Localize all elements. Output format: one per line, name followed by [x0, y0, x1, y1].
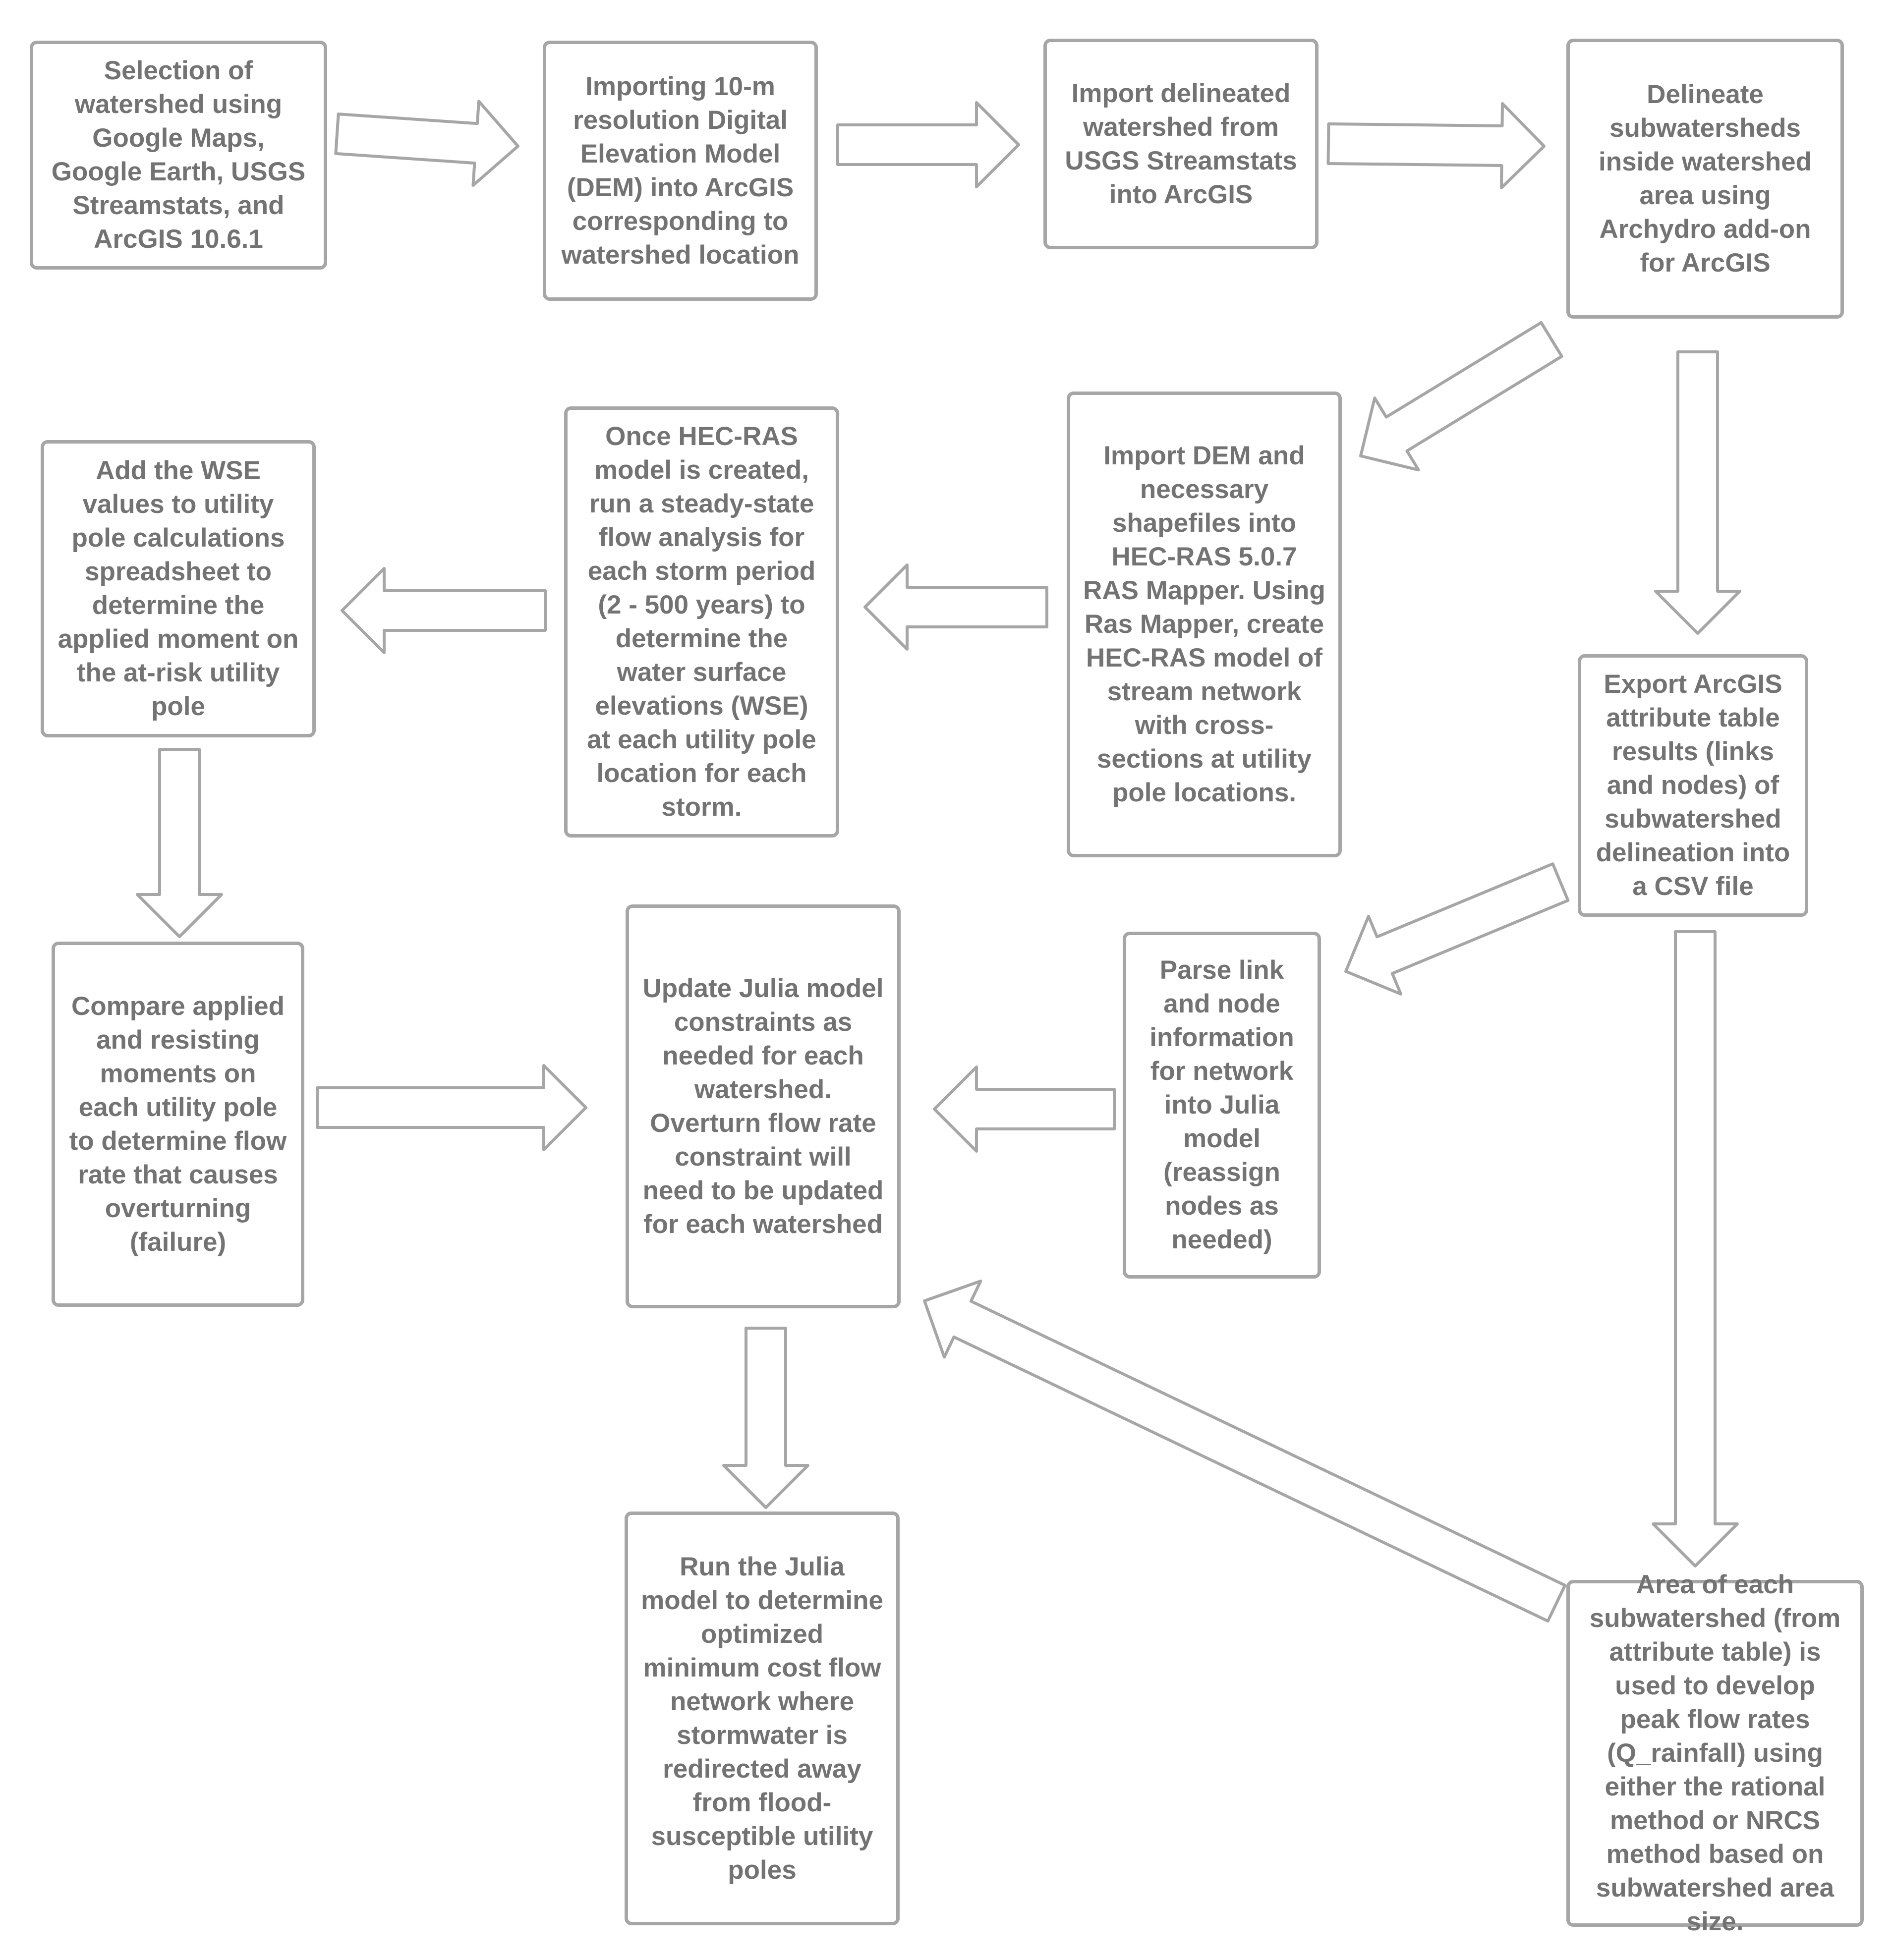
arrow-s9-to-s10	[933, 1065, 1116, 1153]
arrow-s1-to-s2-shape	[334, 100, 519, 187]
step-export-attribute-table-text: Export ArcGIS attribute table results (l…	[1596, 670, 1790, 901]
step-parse-link-node-info: Parse link and node information for netw…	[1123, 932, 1321, 1279]
step-run-steady-state-analysis: Once HEC-RAS model is created, run a ste…	[564, 406, 839, 838]
arrow-s10-to-s12-shape	[722, 1327, 809, 1509]
arrow-s8-to-s9	[1344, 862, 1570, 996]
arrow-s11-to-s10	[316, 1064, 587, 1151]
step-parse-link-node-info-text: Parse link and node information for netw…	[1149, 955, 1294, 1254]
step-update-julia-constraints-text: Update Julia model constraints as needed…	[642, 973, 884, 1239]
arrow-s7-to-s11	[136, 748, 223, 938]
step-update-julia-constraints: Update Julia model constraints as needed…	[626, 904, 901, 1308]
arrow-s8-to-s13-shape	[1652, 930, 1739, 1568]
arrow-s8-to-s9-shape	[1344, 862, 1570, 996]
step-peak-flow-rates-text: Area of each subwatershed (from attribut…	[1589, 1570, 1841, 1936]
step-import-dem-text: Importing 10-m resolution Digital Elevat…	[561, 71, 800, 270]
step-select-watershed-text: Selection of watershed using Google Maps…	[51, 56, 306, 254]
step-run-julia-model: Run the Julia model to determine optimiz…	[625, 1512, 900, 1925]
arrow-s4-to-s8	[1654, 350, 1741, 635]
step-add-wse-values-text: Add the WSE values to utility pole calcu…	[57, 456, 299, 721]
step-import-into-hec-ras: Import DEM and necessary shapefiles into…	[1067, 392, 1342, 857]
arrow-s10-to-s12	[722, 1327, 809, 1509]
arrow-s13-to-s10	[923, 1280, 1567, 1623]
arrow-s5-to-s6-shape	[863, 563, 1048, 651]
arrow-s2-to-s3-shape	[836, 101, 1020, 188]
arrow-s4-to-s5-shape	[1359, 321, 1563, 472]
step-export-attribute-table: Export ArcGIS attribute table results (l…	[1578, 654, 1808, 917]
arrow-s8-to-s13	[1652, 930, 1739, 1568]
arrow-s3-to-s4-shape	[1326, 102, 1546, 189]
step-add-wse-values: Add the WSE values to utility pole calcu…	[41, 440, 316, 737]
arrow-s4-to-s5	[1359, 321, 1563, 472]
arrow-s6-to-s7-shape	[341, 567, 547, 654]
step-compare-moments-text: Compare applied and resisting moments on…	[69, 991, 287, 1257]
step-run-steady-state-analysis-text: Once HEC-RAS model is created, run a ste…	[587, 422, 816, 822]
arrow-s7-to-s11-shape	[136, 748, 223, 938]
arrow-s6-to-s7	[341, 567, 547, 654]
arrow-s5-to-s6	[863, 563, 1048, 651]
step-import-dem: Importing 10-m resolution Digital Elevat…	[543, 41, 818, 301]
step-import-delineated-watershed: Import delineated watershed from USGS St…	[1043, 39, 1319, 249]
step-select-watershed: Selection of watershed using Google Maps…	[30, 41, 327, 270]
step-import-delineated-watershed-text: Import delineated watershed from USGS St…	[1065, 78, 1297, 209]
arrow-s3-to-s4	[1326, 102, 1546, 189]
step-run-julia-model-text: Run the Julia model to determine optimiz…	[641, 1552, 883, 1885]
step-peak-flow-rates: Area of each subwatershed (from attribut…	[1566, 1570, 1864, 1936]
arrow-s11-to-s10-shape	[316, 1064, 587, 1151]
step-delineate-subwatersheds-text: Delineate subwatersheds inside watershed…	[1598, 79, 1812, 278]
arrow-s1-to-s2	[334, 100, 519, 187]
step-compare-moments: Compare applied and resisting moments on…	[52, 942, 304, 1307]
arrow-s2-to-s3	[836, 101, 1020, 188]
arrow-s13-to-s10-shape	[923, 1280, 1567, 1623]
step-delineate-subwatersheds: Delineate subwatersheds inside watershed…	[1566, 39, 1844, 319]
step-import-into-hec-ras-text: Import DEM and necessary shapefiles into…	[1083, 441, 1325, 807]
arrow-s4-to-s8-shape	[1654, 350, 1741, 635]
arrow-s9-to-s10-shape	[933, 1065, 1116, 1153]
